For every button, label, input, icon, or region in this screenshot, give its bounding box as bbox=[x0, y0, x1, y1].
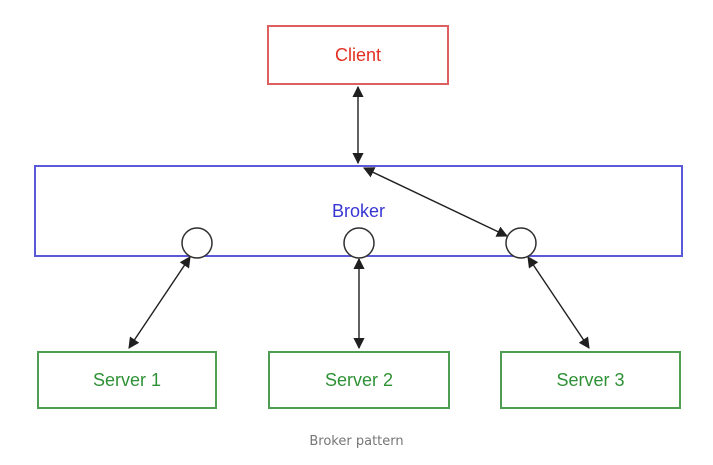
server1-node: Server 1 bbox=[37, 351, 217, 409]
diagram-caption: Broker pattern bbox=[309, 434, 404, 449]
client-node-label: Client bbox=[334, 44, 382, 65]
arrow-port1-server1 bbox=[128, 256, 191, 349]
broker-node-label: Broker bbox=[331, 200, 385, 221]
server1-node-label: Server 1 bbox=[92, 369, 162, 390]
arrow-port3-server3 bbox=[527, 256, 590, 349]
server2-node: Server 2 bbox=[268, 351, 450, 409]
client-node: Client bbox=[267, 25, 449, 85]
server3-node: Server 3 bbox=[500, 351, 681, 409]
broker-node: Broker bbox=[34, 165, 683, 257]
server2-node-label: Server 2 bbox=[324, 369, 394, 390]
server3-node-label: Server 3 bbox=[556, 369, 625, 390]
